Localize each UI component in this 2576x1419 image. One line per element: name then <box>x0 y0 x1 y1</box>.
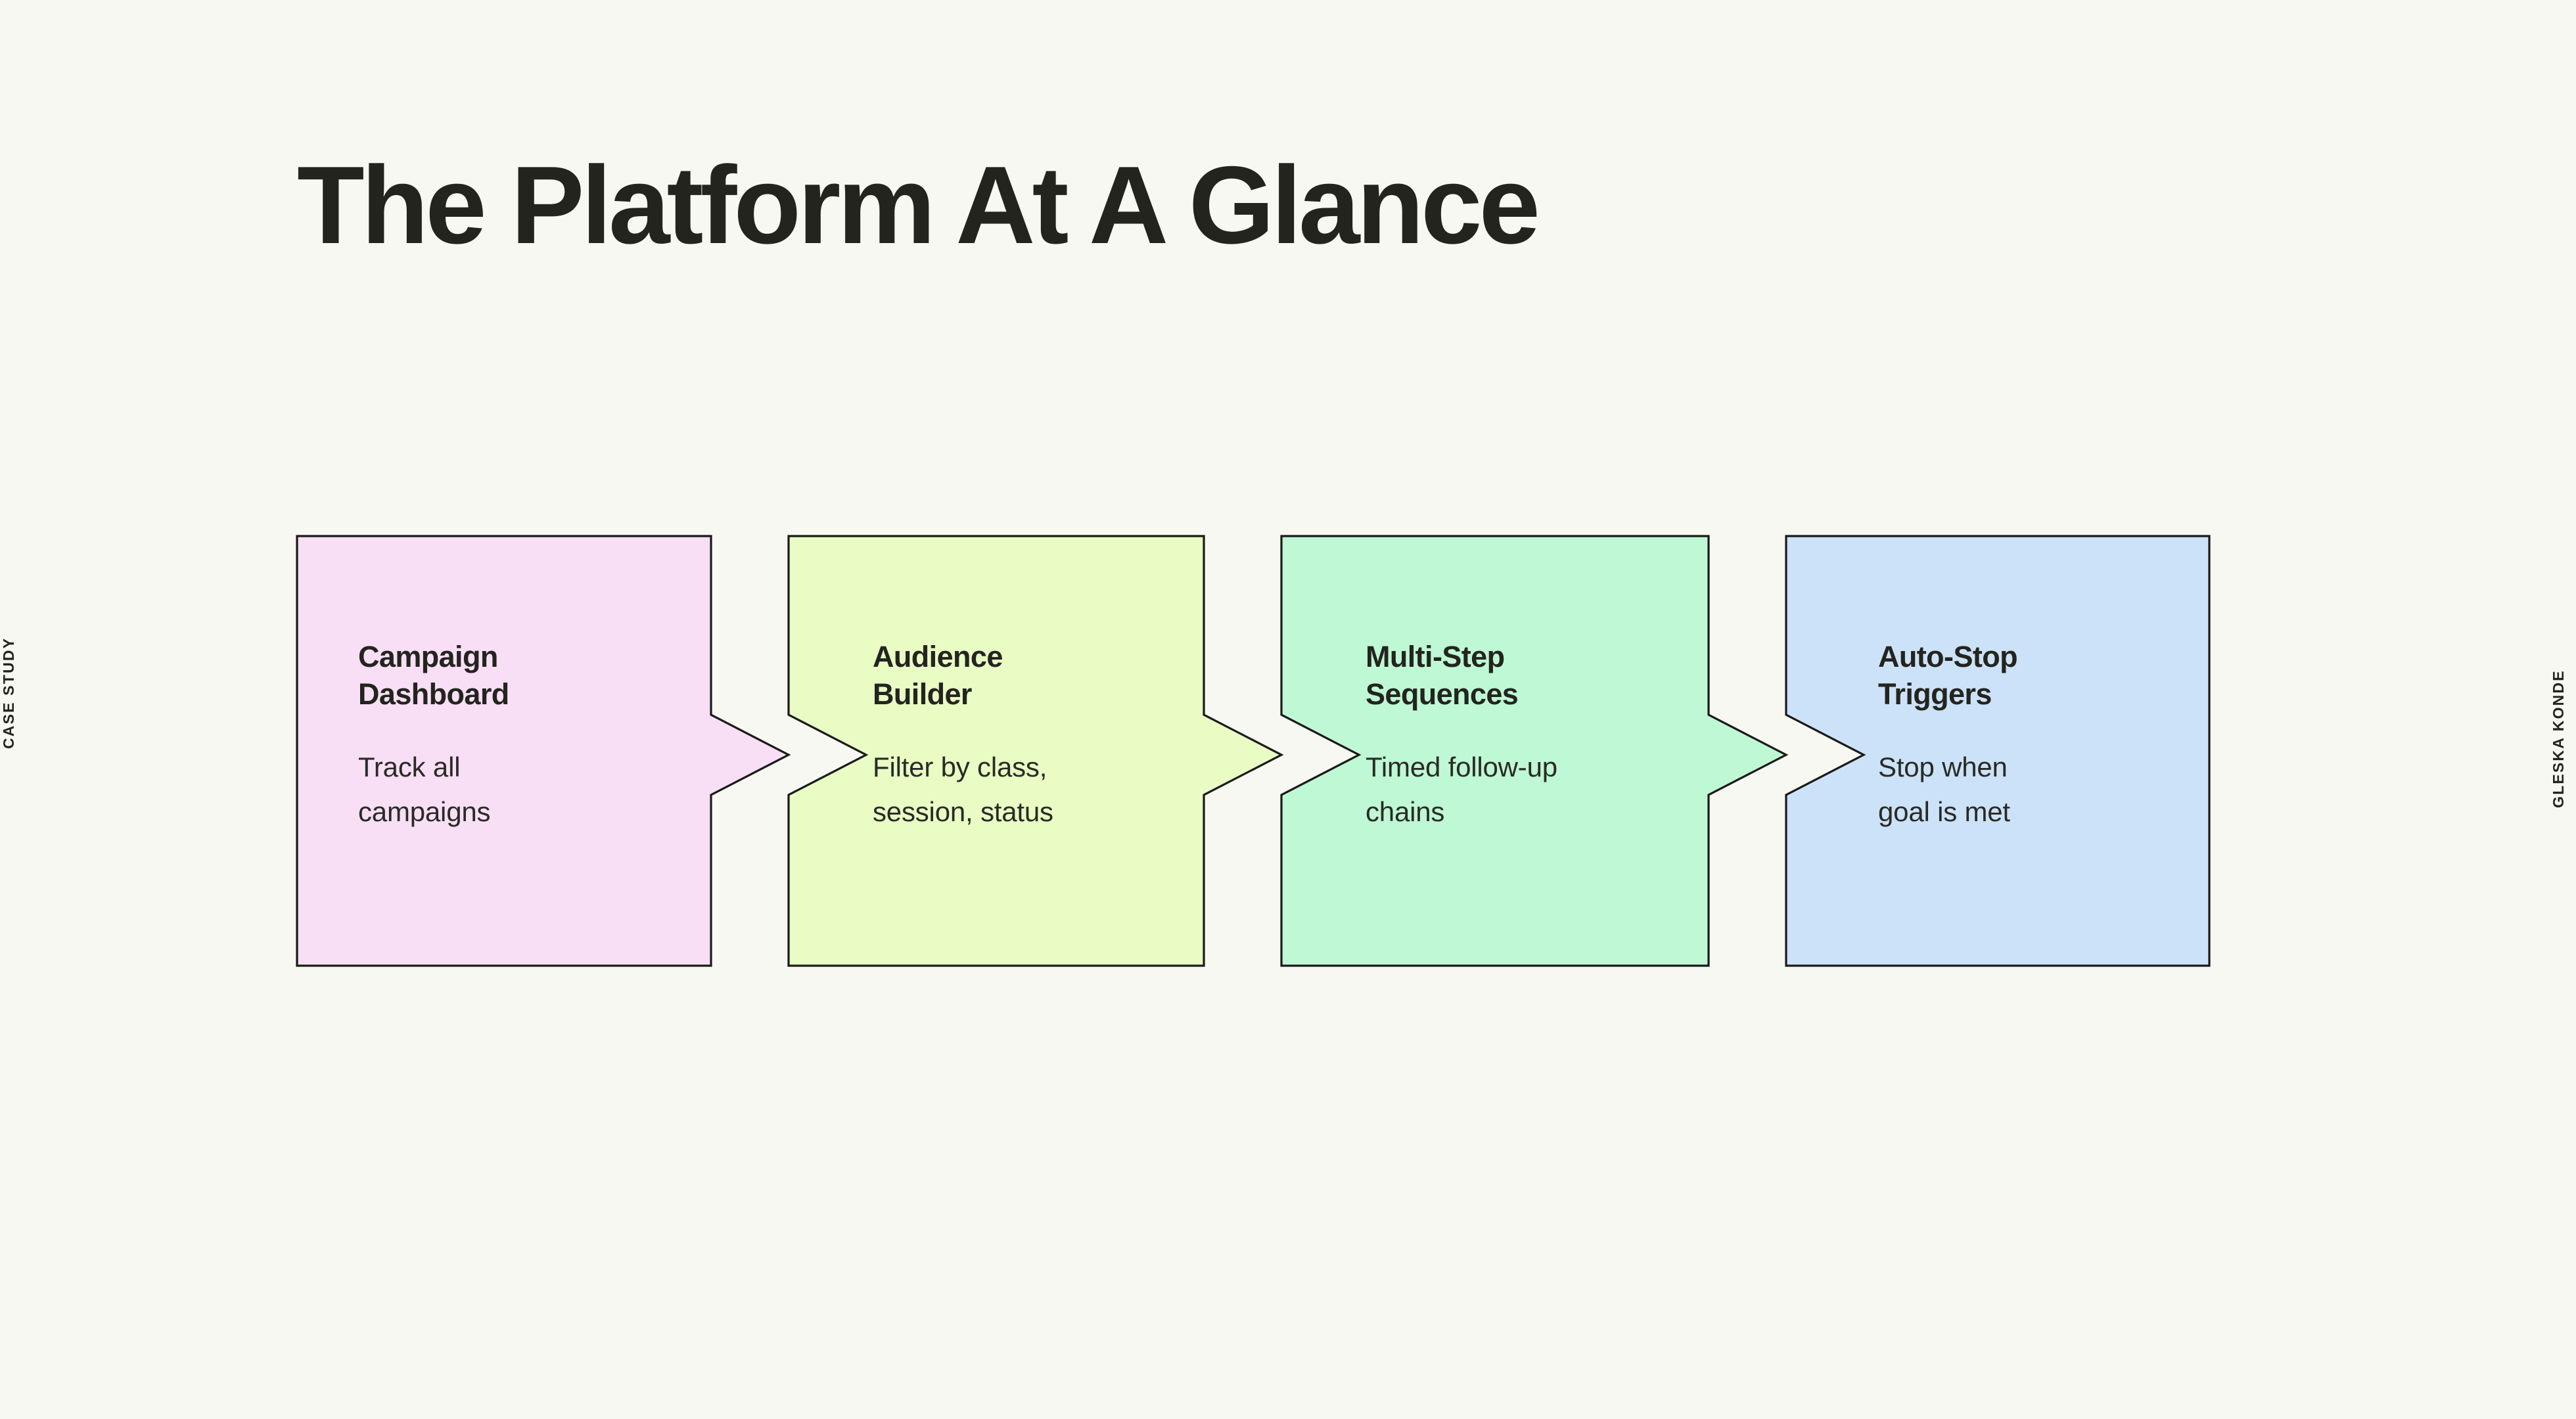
flow-step-2-desc-line-2: session, status <box>873 796 1053 827</box>
page-title: The Platform At A Glance <box>297 143 1540 267</box>
flow-step-2-description: Filter by class, session, status <box>873 752 1055 827</box>
flow-step-1-desc-line-1: Track all <box>358 752 460 782</box>
flow-step-2-heading-line-2: Builder <box>873 677 972 711</box>
flow-step-4-desc-line-2: goal is met <box>1878 796 2010 827</box>
flow-step-1[interactable]: Campaign Dashboard Track all campaigns <box>296 535 791 967</box>
flow-step-2-heading-line-1: Audience <box>873 640 1003 673</box>
flow-step-3-shape[interactable] <box>1280 535 1789 967</box>
flow-step-3-heading: Multi-Step Sequences <box>1366 640 1518 711</box>
flow-step-2-shape[interactable] <box>787 535 1284 967</box>
flow-step-2[interactable]: Audience Builder Filter by class, sessio… <box>787 535 1284 967</box>
flow-step-3-heading-line-2: Sequences <box>1366 677 1518 711</box>
flow-step-3-description: Timed follow-up chains <box>1366 752 1565 827</box>
flow-step-4-desc-line-1: Stop when <box>1878 752 2008 782</box>
flow-step-2-desc-line-1: Filter by class, <box>873 752 1047 782</box>
flow-step-2-heading: Audience Builder <box>873 640 1011 711</box>
side-label-brand: GLESKA KONDE <box>2550 669 2567 808</box>
flow-step-4-heading-line-1: Auto-Stop <box>1878 640 2017 673</box>
flow-step-1-shape[interactable] <box>296 535 791 967</box>
flow-step-1-heading-line-2: Dashboard <box>358 677 509 711</box>
flow-step-3-desc-line-2: chains <box>1366 796 1444 827</box>
flow-step-3-desc-line-1: Timed follow-up <box>1366 752 1557 782</box>
flow-step-1-desc-line-2: campaigns <box>358 796 490 827</box>
flow-step-3[interactable]: Multi-Step Sequences Timed follow-up cha… <box>1280 535 1789 967</box>
flow-step-1-description: Track all campaigns <box>358 752 490 827</box>
flow-step-1-heading-line-1: Campaign <box>358 640 498 673</box>
flow-step-4-heading: Auto-Stop Triggers <box>1878 640 2025 711</box>
flow-step-4-shape[interactable] <box>1785 535 2211 967</box>
side-label-case-study: CASE STUDY <box>0 637 17 749</box>
flow-step-3-heading-line-1: Multi-Step <box>1366 640 1504 673</box>
flow-step-4[interactable]: Auto-Stop Triggers Stop when goal is met <box>1785 535 2211 967</box>
flow-step-1-heading: Campaign Dashboard <box>358 640 509 711</box>
flow-step-4-heading-line-2: Triggers <box>1878 677 1992 711</box>
flow-step-4-description: Stop when goal is met <box>1878 752 2015 827</box>
